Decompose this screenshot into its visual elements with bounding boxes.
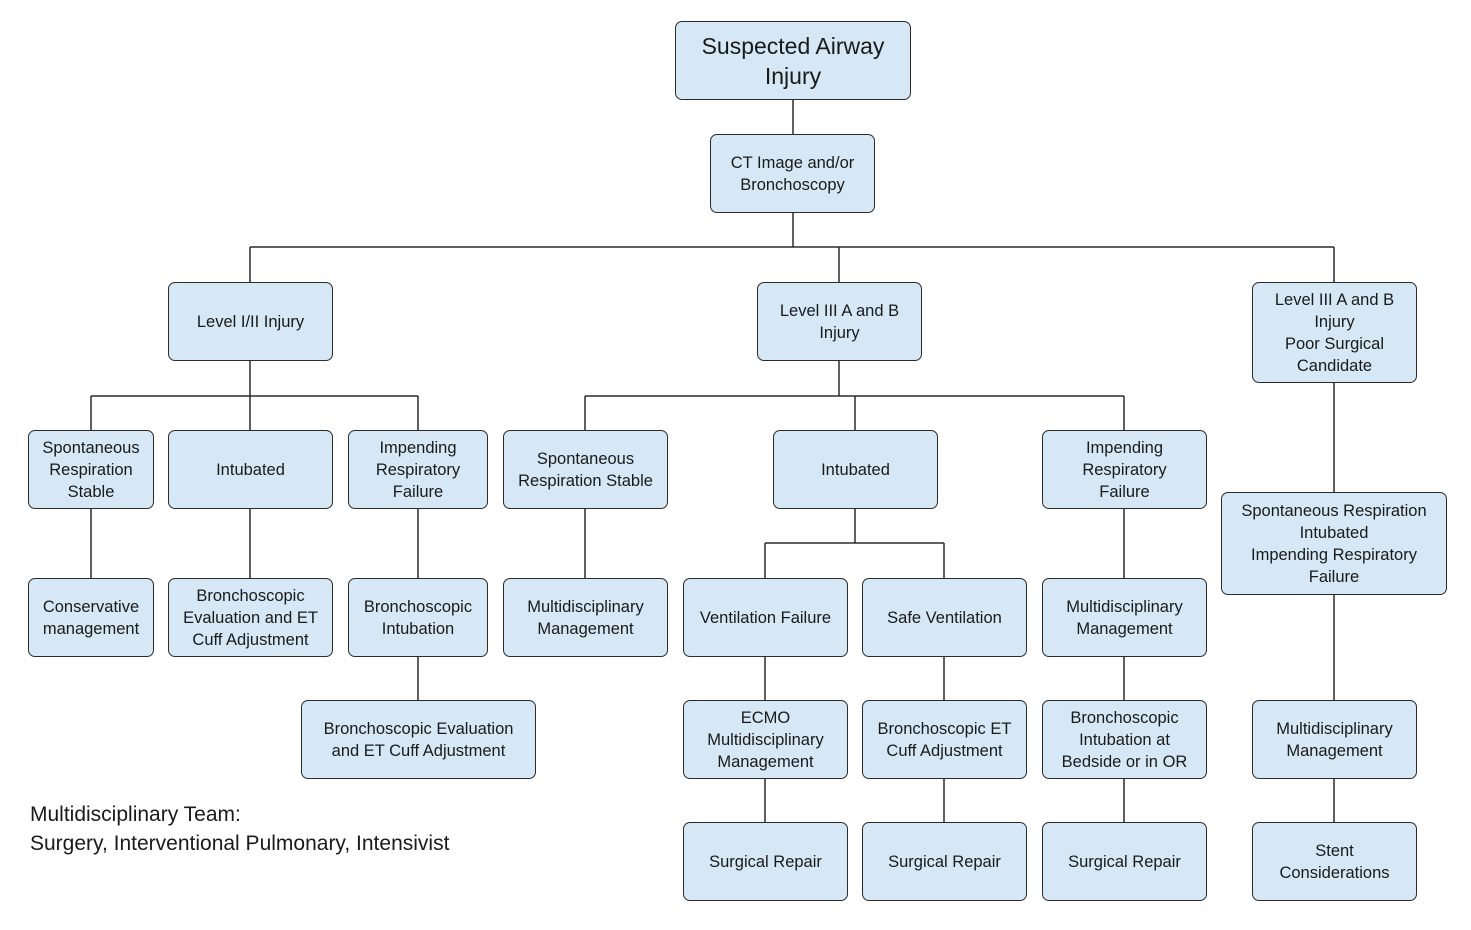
bronch-intubation-bedside-node: Bronchoscopic Intubation at Bedside or i… [1042,700,1207,779]
l12-bronch-eval-node: Bronchoscopic Evaluation and ET Cuff Adj… [168,578,333,657]
safe-ventilation-node: Safe Ventilation [862,578,1027,657]
l3-impending-failure-node: Impending Respiratory Failure [1042,430,1207,509]
suspected-airway-injury-node: Suspected Airway Injury [675,21,911,100]
l12-bronch-intubation-node: Bronchoscopic Intubation [348,578,488,657]
surgical-repair-node-3: Surgical Repair [1042,822,1207,901]
conservative-management-node: Conservative management [28,578,154,657]
l3-spontaneous-node: Spontaneous Respiration Stable [503,430,668,509]
l3-impending-multidisciplinary-node: Multidisciplinary Management [1042,578,1207,657]
multidisciplinary-team-note: Multidisciplinary Team: Surgery, Interve… [30,800,449,858]
stent-considerations-node: Stent Considerations [1252,822,1417,901]
l12-intubated-node: Intubated [168,430,333,509]
l12-impending-failure-node: Impending Respiratory Failure [348,430,488,509]
ventilation-failure-node: Ventilation Failure [683,578,848,657]
level-i-ii-injury-node: Level I/II Injury [168,282,333,361]
team-members: Surgery, Interventional Pulmonary, Inten… [30,832,450,855]
l3-intubated-node: Intubated [773,430,938,509]
l3-multidisciplinary-node: Multidisciplinary Management [503,578,668,657]
l12-bronch-eval-cuff-node: Bronchoscopic Evaluation and ET Cuff Adj… [301,700,536,779]
combined-status-node: Spontaneous Respiration Intubated Impend… [1221,492,1447,595]
surgical-repair-node-2: Surgical Repair [862,822,1027,901]
surgical-repair-node-1: Surgical Repair [683,822,848,901]
team-title: Multidisciplinary Team: [30,803,241,826]
l12-spontaneous-node: Spontaneous Respiration Stable [28,430,154,509]
bronch-et-cuff-node: Bronchoscopic ET Cuff Adjustment [862,700,1027,779]
level-iii-poor-candidate-node: Level III A and B Injury Poor Surgical C… [1252,282,1417,383]
level-iii-injury-node: Level III A and B Injury [757,282,922,361]
ecmo-node: ECMO Multidisciplinary Management [683,700,848,779]
ct-bronchoscopy-node: CT Image and/or Bronchoscopy [710,134,875,213]
pc-multidisciplinary-node: Multidisciplinary Management [1252,700,1417,779]
